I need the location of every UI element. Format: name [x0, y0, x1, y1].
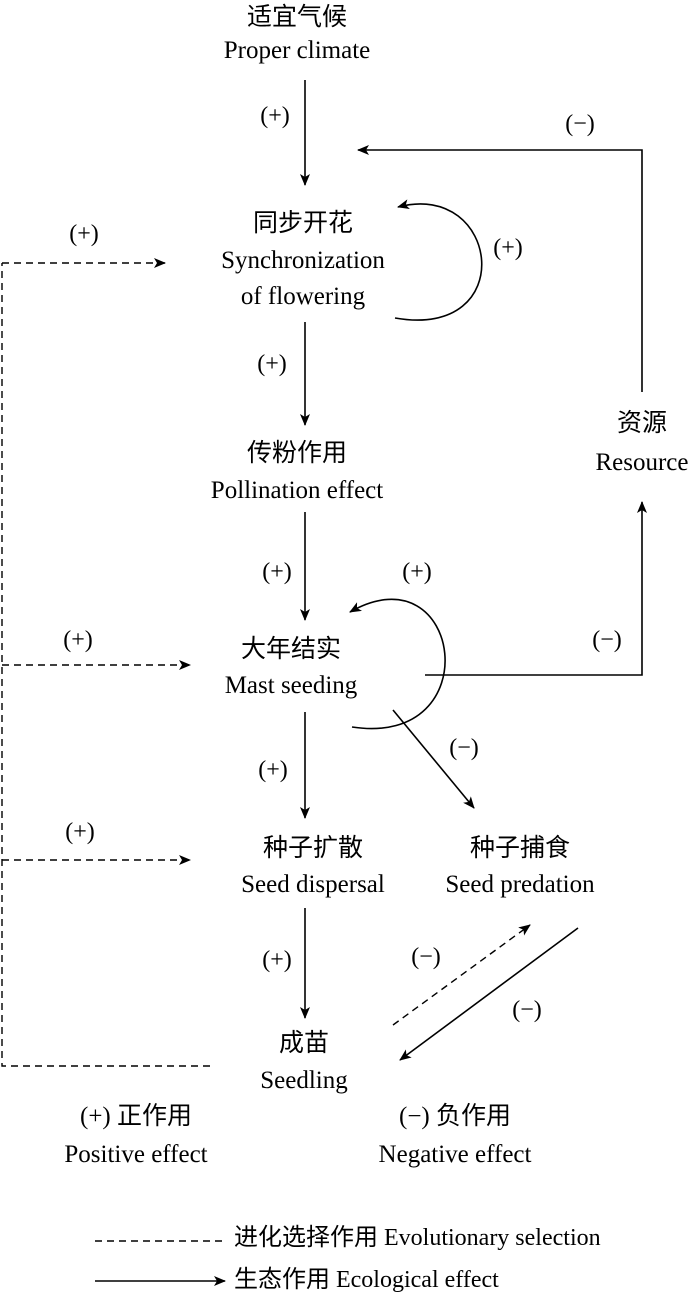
dashed-arrow-seedling-to-predation	[392, 924, 531, 1026]
sign-sync-loop: (+)	[493, 235, 523, 261]
arrow-mast-to-predation	[392, 709, 475, 809]
pollination-label-zh: 传粉作用	[246, 438, 348, 467]
mast-label-en: Mast seeding	[224, 672, 358, 699]
sign-dashed-dispersal: (+)	[65, 819, 95, 845]
sync-label-en-2: of flowering	[240, 283, 366, 310]
sign-pollination-mast: (+)	[262, 559, 292, 585]
sign-mast-predation: (−)	[449, 735, 479, 761]
sign-mast-loop: (+)	[402, 559, 432, 585]
sign-mast-dispersal: (+)	[258, 757, 288, 783]
sign-sync-pollination: (+)	[257, 351, 287, 377]
key-negative-en: Negative effect	[378, 1141, 532, 1168]
key-positive-en: Positive effect	[64, 1141, 208, 1168]
loop-sync-self	[394, 199, 483, 321]
dispersal-label-zh: 种子扩散	[262, 833, 364, 862]
pollination-label-en: Pollination effect	[210, 477, 384, 504]
key-negative-zh: (−) 负作用	[399, 1103, 511, 1130]
sign-predation-seedling: (−)	[512, 997, 542, 1023]
loop-mast-self	[349, 598, 446, 730]
sign-dispersal-seedling: (+)	[262, 947, 292, 973]
sign-dashed-sync: (+)	[69, 221, 99, 247]
seedling-label-en: Seedling	[260, 1067, 348, 1094]
resource-label-en: Resource	[595, 449, 689, 476]
legend-ecological-label: 生态作用 Ecological effect	[234, 1267, 499, 1293]
climate-label-zh: 适宜气候	[246, 2, 348, 31]
sign-climate-sync: (+)	[260, 103, 290, 129]
sync-label-zh: 同步开花	[252, 208, 354, 237]
seedling-label-zh: 成苗	[278, 1028, 330, 1057]
sign-dashed-mast: (+)	[63, 627, 93, 653]
dashed-feedback-frame	[1, 263, 210, 1067]
sign-mast-resource: (−)	[592, 627, 622, 653]
predation-label-zh: 种子捕食	[469, 833, 571, 862]
sync-label-en-1: Synchronization	[221, 247, 385, 274]
predation-label-en: Seed predation	[445, 871, 595, 898]
sign-seedling-predation: (−)	[411, 944, 441, 970]
arrow-mast-to-resource	[425, 501, 647, 676]
climate-label-en: Proper climate	[223, 37, 371, 64]
mast-label-zh: 大年结实	[240, 634, 342, 663]
dispersal-label-en: Seed dispersal	[241, 871, 385, 898]
legend-evolutionary-label: 进化选择作用 Evolutionary selection	[234, 1225, 601, 1251]
sign-resource-sync: (−)	[565, 111, 595, 137]
arrow-predation-to-seedling	[399, 927, 579, 1061]
arrow-resource-to-sync	[357, 145, 643, 392]
resource-label-zh: 资源	[616, 408, 668, 437]
key-positive-zh: (+) 正作用	[80, 1103, 192, 1130]
